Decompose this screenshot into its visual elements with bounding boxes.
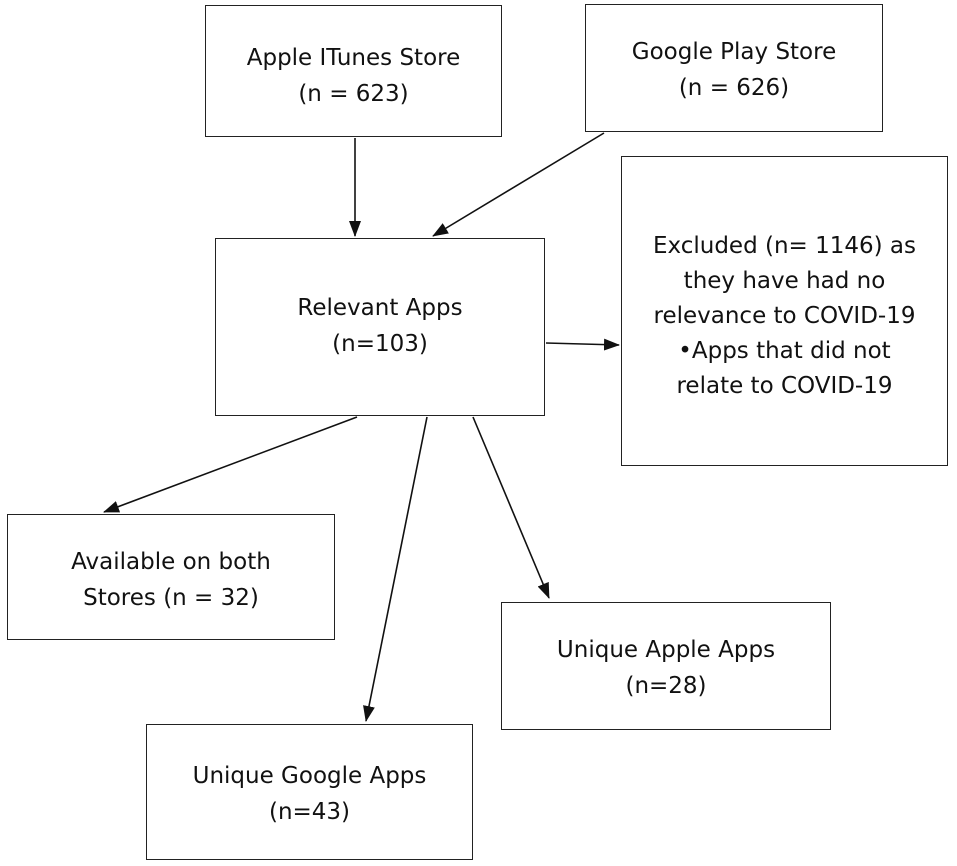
- node-text-line: relate to COVID-19: [676, 373, 893, 399]
- arrow-google-to-relevant: [432, 132, 605, 237]
- node-text-line: Excluded (n= 1146) as: [652, 233, 917, 259]
- arrow-relevant-to-apple-unique: [472, 416, 550, 599]
- node-label: Google Play Store: [631, 39, 837, 65]
- node-excluded: Excluded (n= 1146) as they have had no r…: [621, 156, 948, 466]
- node-apple-itunes-store: Apple ITunes Store (n = 623): [205, 5, 502, 137]
- node-unique-google-apps: Unique Google Apps (n=43): [146, 724, 473, 860]
- node-text-line: relevance to COVID-19: [653, 303, 916, 329]
- arrow-relevant-to-google-unique: [363, 416, 428, 722]
- node-label: Unique Apple Apps: [556, 637, 776, 663]
- node-relevant-apps: Relevant Apps (n=103): [215, 238, 545, 416]
- node-label: Apple ITunes Store: [246, 45, 461, 71]
- node-bullet-line: •Apps that did not: [678, 338, 891, 364]
- node-count: (n=103): [332, 331, 428, 357]
- node-count: Stores (n = 32): [83, 585, 259, 611]
- node-count: (n = 623): [298, 81, 409, 107]
- node-text-line: they have had no: [683, 268, 886, 294]
- arrow-relevant-to-both: [103, 416, 358, 513]
- node-count: (n=28): [625, 673, 707, 699]
- node-available-on-both-stores: Available on both Stores (n = 32): [7, 514, 335, 640]
- node-google-play-store: Google Play Store (n = 626): [585, 4, 883, 132]
- node-count: (n = 626): [678, 75, 790, 101]
- node-label: Unique Google Apps: [192, 763, 427, 789]
- node-count: (n=43): [268, 799, 351, 825]
- node-label: Relevant Apps: [297, 295, 463, 321]
- node-label: Available on both: [71, 549, 271, 575]
- node-unique-apple-apps: Unique Apple Apps (n=28): [501, 602, 831, 730]
- arrow-relevant-to-excluded: [545, 338, 620, 351]
